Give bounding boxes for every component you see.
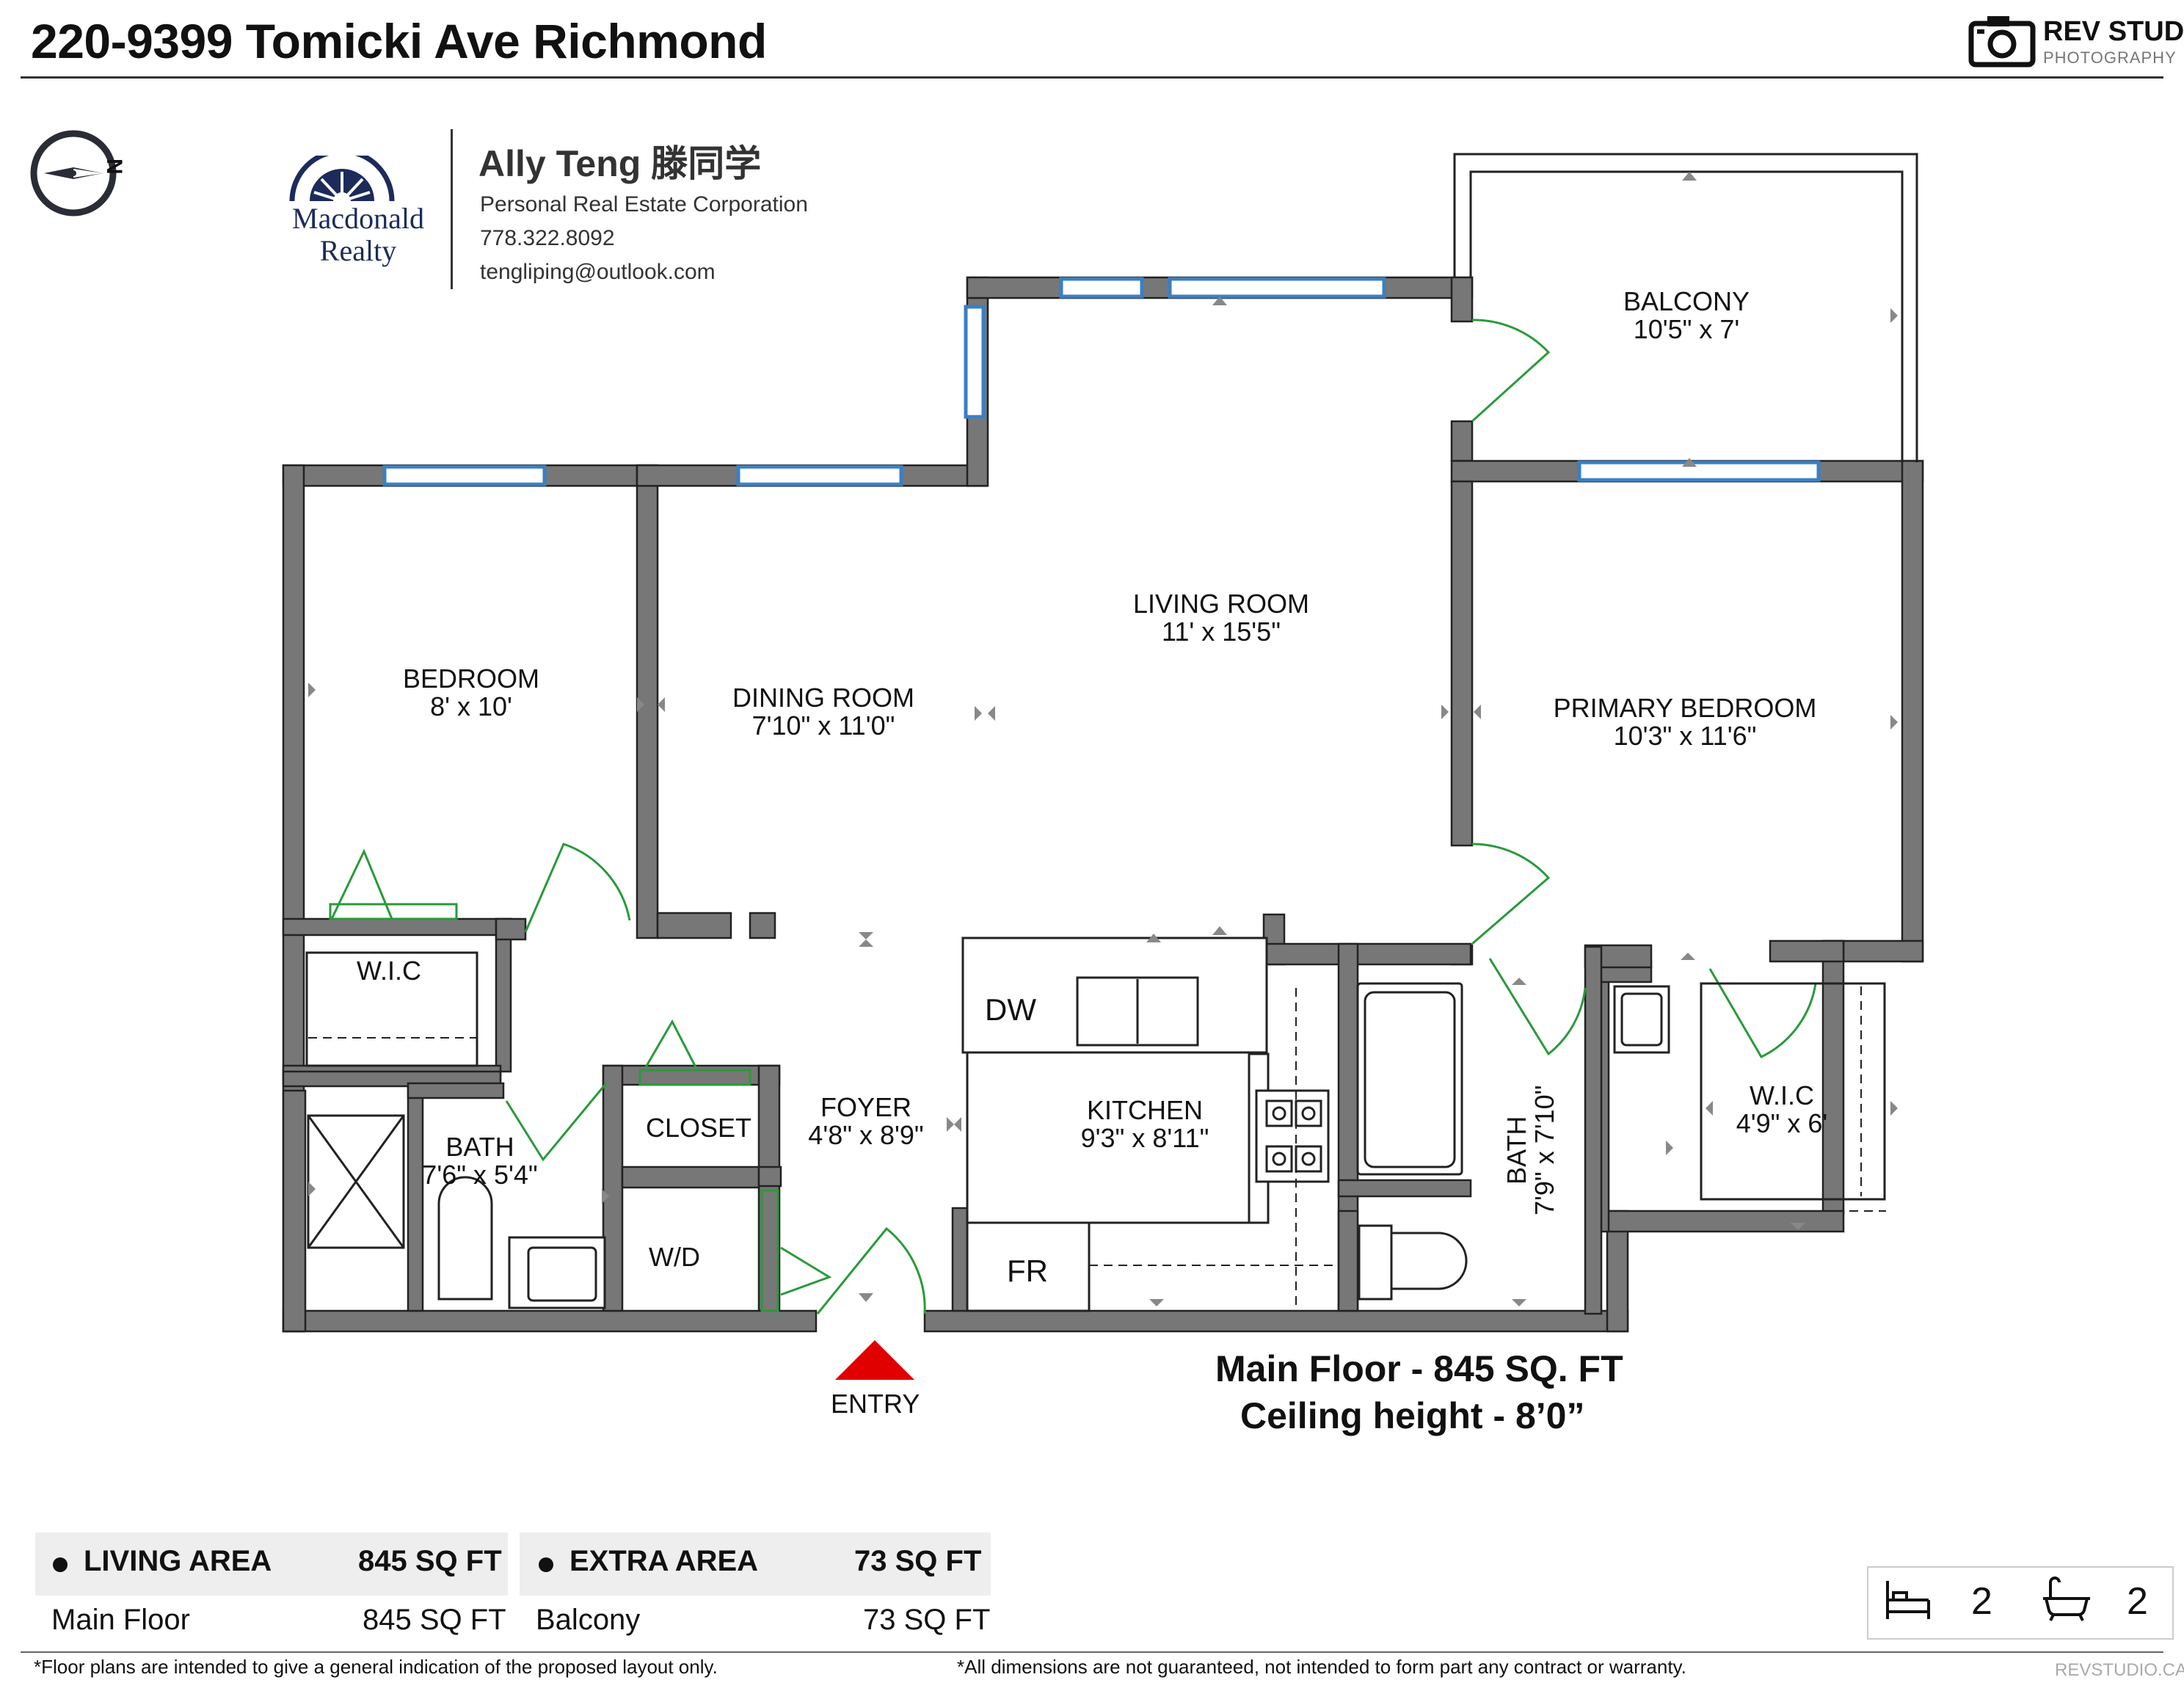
camera-icon (1968, 16, 2036, 68)
brokerage-name-line2: Realty (319, 234, 397, 267)
closet-rails (308, 986, 1886, 1311)
windows (382, 277, 1821, 487)
extra-area-total: 73 SQ FT (854, 1545, 982, 1577)
extra-area-header: EXTRA AREA (569, 1545, 759, 1577)
door-swings (329, 319, 1817, 1314)
compass-icon (30, 130, 117, 217)
bed-icon (1886, 1581, 1930, 1619)
living-area-row-label: Main Floor (51, 1604, 190, 1636)
bed-count: 2 (1971, 1580, 1992, 1623)
ceiling-height: Ceiling height - 8’0” (1240, 1395, 1585, 1436)
wic-shelf (305, 951, 478, 1067)
extra-area-header-bg (520, 1532, 991, 1596)
brokerage-logo-text: Macdonald Realty (288, 203, 429, 267)
bullet-icon (53, 1557, 68, 1572)
stove-burners-icon (1265, 1099, 1322, 1173)
entry-label: ENTRY (831, 1389, 920, 1419)
washer-dryer-label: W/D (649, 1242, 700, 1272)
brokerage-logo-icon (289, 156, 395, 204)
agent-phone[interactable]: 778.322.8092 (480, 226, 615, 250)
bath-count: 2 (2127, 1580, 2148, 1623)
footer-url[interactable]: REVSTUDIO.CA (2055, 1660, 2184, 1680)
brand-subtitle: PHOTOGRAPHY (2043, 48, 2177, 67)
agent-divider (451, 129, 453, 289)
agent-email[interactable]: tengliping@outlook.com (480, 260, 716, 284)
header-divider (21, 76, 2163, 79)
balcony-outline (1453, 153, 1918, 462)
bed-bath-counts (1867, 1566, 2174, 1640)
fridge-label: FR (1007, 1254, 1048, 1288)
footer-divider (21, 1651, 2163, 1653)
brokerage-name-line1: Macdonald (292, 202, 424, 235)
living-area-row-value: 845 SQ FT (363, 1604, 506, 1636)
bullet-icon (539, 1557, 553, 1572)
footer-right-note: *All dimensions are not guaranteed, not … (957, 1656, 1686, 1678)
footer-left-note: *Floor plans are intended to give a gene… (34, 1656, 718, 1678)
dishwasher-label: DW (985, 992, 1036, 1027)
page-title: 220-9399 Tomicki Ave Richmond (31, 14, 767, 68)
main-floor-area: Main Floor - 845 SQ. FT (1215, 1348, 1623, 1389)
kitchen-counters (961, 937, 1330, 1312)
extra-area-row-label: Balcony (536, 1604, 641, 1636)
living-area-total: 845 SQ FT (358, 1545, 502, 1577)
room-wic-1: W.I.C (357, 956, 421, 986)
dimension-markers (308, 172, 1898, 1306)
agent-company: Personal Real Estate Corporation (480, 192, 808, 217)
room-closet: CLOSET (645, 1113, 752, 1143)
agent-name: Ally Teng 滕同学 (478, 143, 762, 184)
wic2-shelf (1700, 982, 1886, 1201)
living-area-header: LIVING AREA (84, 1545, 272, 1577)
bath-fixtures (307, 982, 1670, 1309)
bathtub-icon (2043, 1577, 2090, 1621)
extra-area-row-value: 73 SQ FT (863, 1604, 991, 1636)
entry-arrow-icon (835, 1340, 914, 1380)
brand-name: REV STUDIO (2043, 16, 2184, 47)
living-area-header-bg (35, 1532, 508, 1596)
